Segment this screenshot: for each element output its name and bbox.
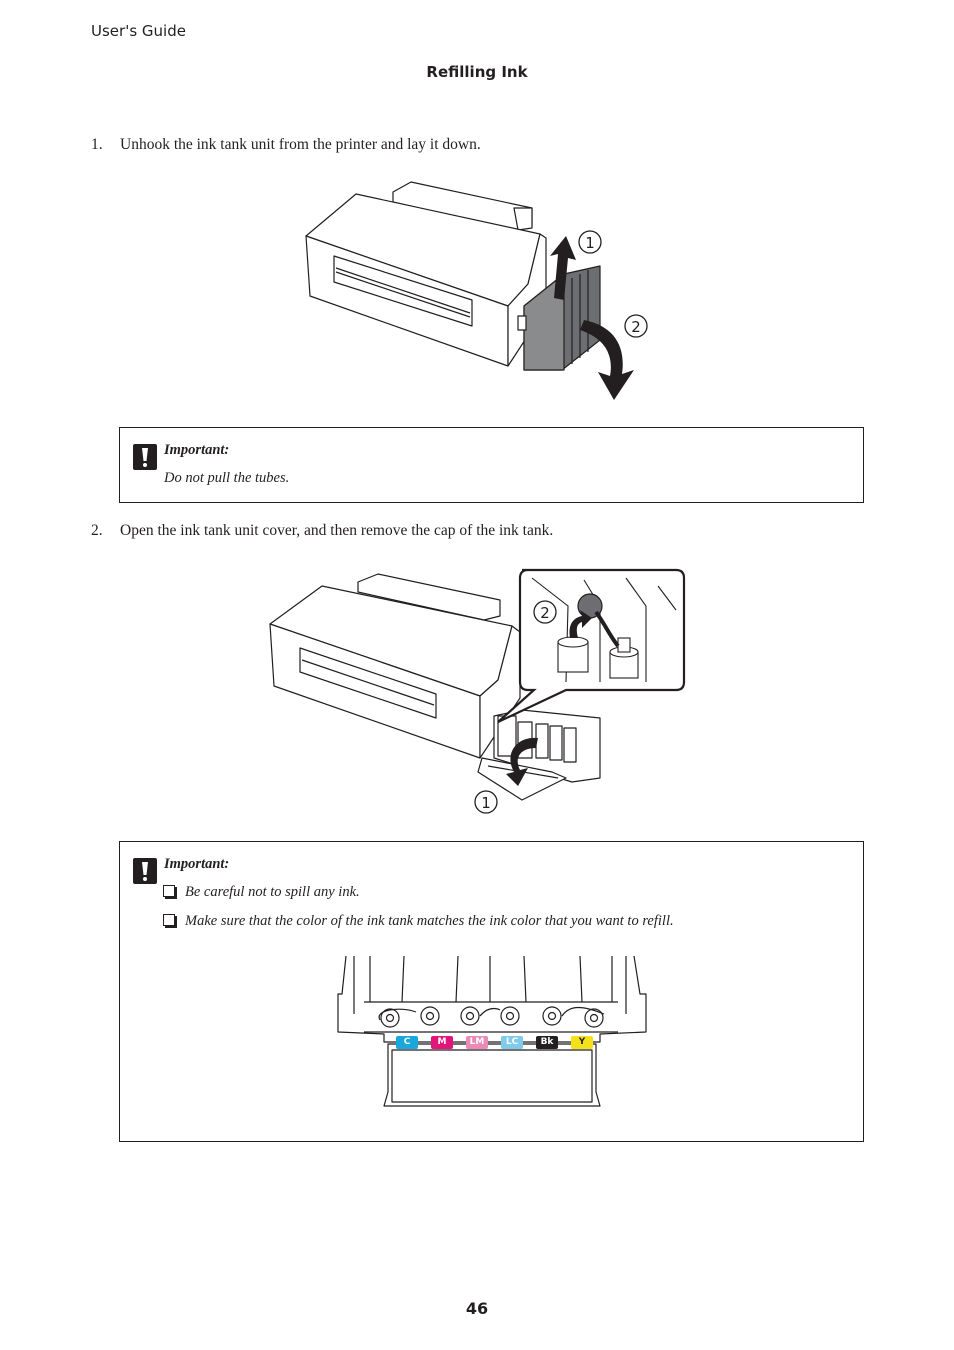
step-number: 1. xyxy=(91,136,103,153)
note-title: Important: xyxy=(164,442,230,458)
tank-label-lc: LC xyxy=(501,1036,523,1049)
step-1: 1. Unhook the ink tank unit from the prin… xyxy=(91,136,481,154)
step-text: Unhook the ink tank unit from the printe… xyxy=(120,136,481,153)
bullet-item: Be careful not to spill any ink. xyxy=(163,884,360,901)
note-title: Important: xyxy=(164,856,230,872)
important-icon xyxy=(133,858,157,884)
bullet-item: Make sure that the color of the ink tank… xyxy=(163,913,674,930)
important-note-2: Important: Be careful not to spill any i… xyxy=(119,841,864,1142)
callout-1: 1 xyxy=(585,234,595,252)
tank-label-m: M xyxy=(431,1036,453,1049)
section-title: Refilling Ink xyxy=(426,63,528,81)
page-number: 46 xyxy=(465,1299,489,1318)
callout-1: 1 xyxy=(481,794,491,812)
important-icon xyxy=(133,444,157,470)
tank-label-y: Y xyxy=(571,1036,593,1049)
bullet-box-icon xyxy=(163,885,175,897)
tank-label-c: C xyxy=(396,1036,418,1049)
callout-2: 2 xyxy=(540,604,550,622)
bullet-box-icon xyxy=(163,914,175,926)
tank-label-lm: LM xyxy=(466,1036,488,1049)
important-note-1: Important: Do not pull the tubes. xyxy=(119,427,864,503)
tank-label-bk: Bk xyxy=(536,1036,558,1049)
running-header: User's Guide xyxy=(91,22,186,40)
step-number: 2. xyxy=(91,522,103,539)
figure-open-tank-cover: 2 1 xyxy=(269,568,686,814)
step-2: 2. Open the ink tank unit cover, and then… xyxy=(91,522,553,540)
figure-unhook-tank: 1 2 xyxy=(305,181,648,400)
figure-tank-colors xyxy=(337,955,647,1107)
note-text: Do not pull the tubes. xyxy=(164,470,290,486)
callout-2: 2 xyxy=(631,318,641,336)
step-text: Open the ink tank unit cover, and then r… xyxy=(120,522,554,539)
